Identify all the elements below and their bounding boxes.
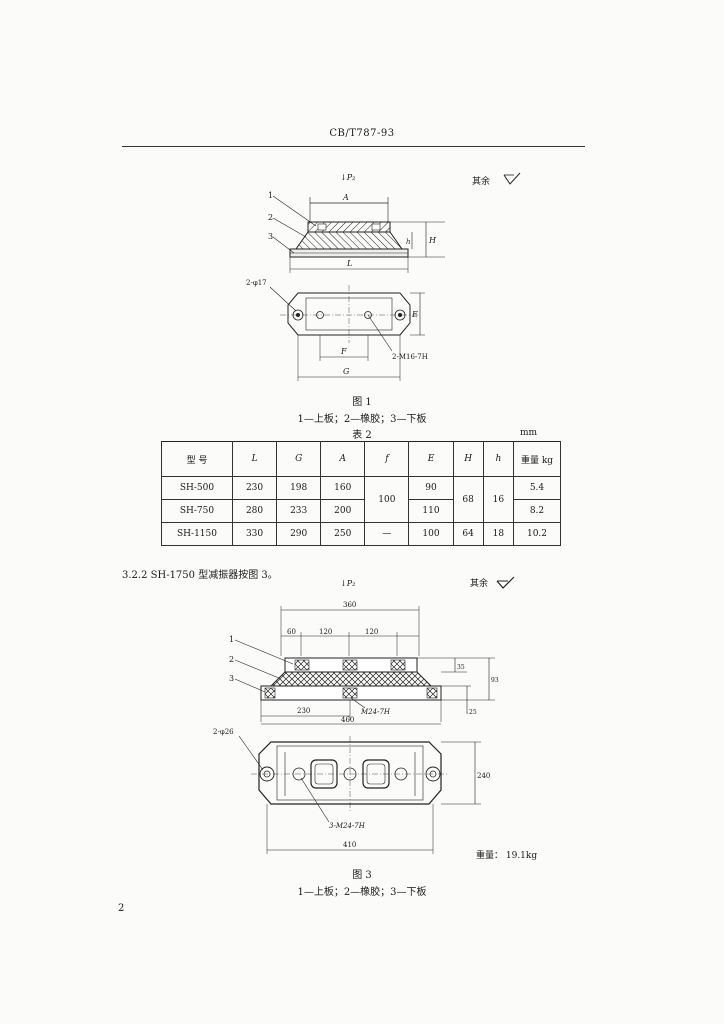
fig1-caption: 图 1 bbox=[352, 397, 372, 408]
fig3-load-label: ↓P₂ bbox=[340, 579, 355, 588]
fig1-dim-h: h bbox=[406, 238, 411, 246]
cell-model: SH-1150 bbox=[161, 522, 233, 546]
fig1-dim-G: G bbox=[343, 367, 350, 376]
col-f: f bbox=[364, 441, 410, 477]
fig3-dim-60: 60 bbox=[287, 628, 296, 636]
fig3-caption: 图 3 bbox=[352, 870, 372, 881]
roughness-symbol-icon bbox=[503, 172, 521, 185]
cell-H: 64 bbox=[452, 522, 484, 546]
fig1-dim-E: E bbox=[411, 310, 418, 319]
fig1-roughness-label: 其余 bbox=[472, 177, 491, 187]
cell-L: 280 bbox=[231, 499, 278, 523]
fig1-callout-1: 1 bbox=[268, 191, 273, 200]
fig1-dim-H: H bbox=[428, 236, 437, 245]
document-code: CB/T787-93 bbox=[329, 128, 395, 139]
cell-model: SH-500 bbox=[161, 476, 233, 500]
cell-A: 250 bbox=[320, 522, 366, 546]
cell-weight: 10.2 bbox=[513, 522, 561, 546]
fig3-dim-35: 35 bbox=[457, 664, 465, 671]
cell-G: 290 bbox=[276, 522, 322, 546]
fig3-dim-230: 230 bbox=[297, 707, 310, 715]
cell-L: 330 bbox=[231, 522, 278, 546]
spec-table: 型 号 L G A f E H h 重量 kg SH-500 230 198 1… bbox=[161, 441, 561, 546]
fig3-callout-2: 2 bbox=[229, 655, 234, 664]
table-title: 表 2 bbox=[352, 430, 372, 441]
cell-E: 110 bbox=[408, 499, 454, 523]
fig1-dim-L: L bbox=[346, 259, 352, 268]
fig1-hole-label: 2-φ17 bbox=[246, 279, 267, 287]
cell-L: 230 bbox=[231, 476, 278, 500]
table-unit: mm bbox=[520, 428, 538, 438]
cell-E: 90 bbox=[408, 476, 454, 500]
fig3-thread-label: M24-7H bbox=[360, 708, 391, 716]
fig3-weight: 重量： 19.1kg bbox=[476, 851, 538, 861]
fig3-callout-1: 1 bbox=[229, 635, 234, 644]
fig3-dim-25: 25 bbox=[469, 709, 477, 716]
col-E: E bbox=[408, 441, 454, 477]
figure-1-drawing: ↓P₂ A h H 1 2 3 L 2-φ17 E 2-M16-7H bbox=[246, 173, 445, 381]
cell-H-merged: 68 bbox=[452, 476, 484, 523]
col-G: G bbox=[276, 441, 322, 477]
fig1-thread-label: 2-M16-7H bbox=[392, 353, 428, 361]
section-3-2-2: 3.2.2 SH-1750 型减振器按图 3。 bbox=[122, 570, 278, 581]
fig3-thread2-label: 3-M24-7H bbox=[329, 822, 366, 830]
cell-A: 200 bbox=[320, 499, 366, 523]
cell-weight: 8.2 bbox=[513, 499, 561, 523]
cell-h: 18 bbox=[482, 522, 515, 546]
fig3-dim-120a: 120 bbox=[319, 628, 332, 636]
fig1-dim-F: F bbox=[340, 347, 347, 356]
col-h: h bbox=[482, 441, 515, 477]
table-header-row: 型 号 L G A f E H h 重量 kg bbox=[161, 441, 561, 477]
cell-model: SH-750 bbox=[161, 499, 233, 523]
cell-E: 100 bbox=[408, 522, 454, 546]
fig1-callout-2: 2 bbox=[268, 213, 273, 222]
table-row: SH-750 280 233 200 110 8.2 bbox=[161, 499, 561, 523]
col-A: A bbox=[320, 441, 366, 477]
fig1-load-label: ↓P₂ bbox=[340, 173, 355, 182]
col-model: 型 号 bbox=[161, 441, 233, 477]
fig3-dim-460: 460 bbox=[341, 716, 354, 724]
fig1-callout-3: 3 bbox=[268, 232, 273, 241]
fig1-dim-A: A bbox=[342, 193, 349, 202]
fig3-hole-label: 2-φ26 bbox=[213, 728, 234, 736]
cell-A: 160 bbox=[320, 476, 366, 500]
page-number: 2 bbox=[118, 903, 125, 914]
cell-f: — bbox=[364, 522, 410, 546]
roughness-check-icon bbox=[496, 576, 515, 589]
table-row: SH-500 230 198 160 100 90 68 16 5.4 bbox=[161, 476, 561, 523]
fig3-dim-410: 410 bbox=[343, 841, 356, 849]
fig1-legend: 1—上板；2—橡胶；3—下板 bbox=[297, 414, 427, 425]
fig3-callout-3: 3 bbox=[229, 674, 234, 683]
cell-G: 198 bbox=[276, 476, 322, 500]
fig3-roughness-label: 其余 bbox=[470, 579, 489, 589]
fig3-legend: 1—上板；2—橡胶；3—下板 bbox=[297, 887, 427, 898]
col-weight: 重量 kg bbox=[513, 441, 561, 477]
col-L: L bbox=[231, 441, 278, 477]
cell-weight: 5.4 bbox=[513, 476, 561, 500]
fig3-dim-93: 93 bbox=[491, 677, 499, 684]
header-rule bbox=[122, 146, 585, 147]
cell-G: 233 bbox=[276, 499, 322, 523]
fig3-dim-240: 240 bbox=[477, 772, 490, 780]
figure-3-drawing: ↓P₂ 360 60 120 120 35 93 25 1 2 3 230 M2… bbox=[213, 579, 499, 854]
cell-f-merged: 100 bbox=[364, 476, 410, 523]
col-H: H bbox=[452, 441, 484, 477]
table-row: SH-1150 330 290 250 — 100 64 18 10.2 bbox=[161, 522, 561, 546]
fig3-dim-360: 360 bbox=[343, 601, 356, 609]
cell-h-merged: 16 bbox=[482, 476, 515, 523]
fig3-dim-120b: 120 bbox=[365, 628, 378, 636]
